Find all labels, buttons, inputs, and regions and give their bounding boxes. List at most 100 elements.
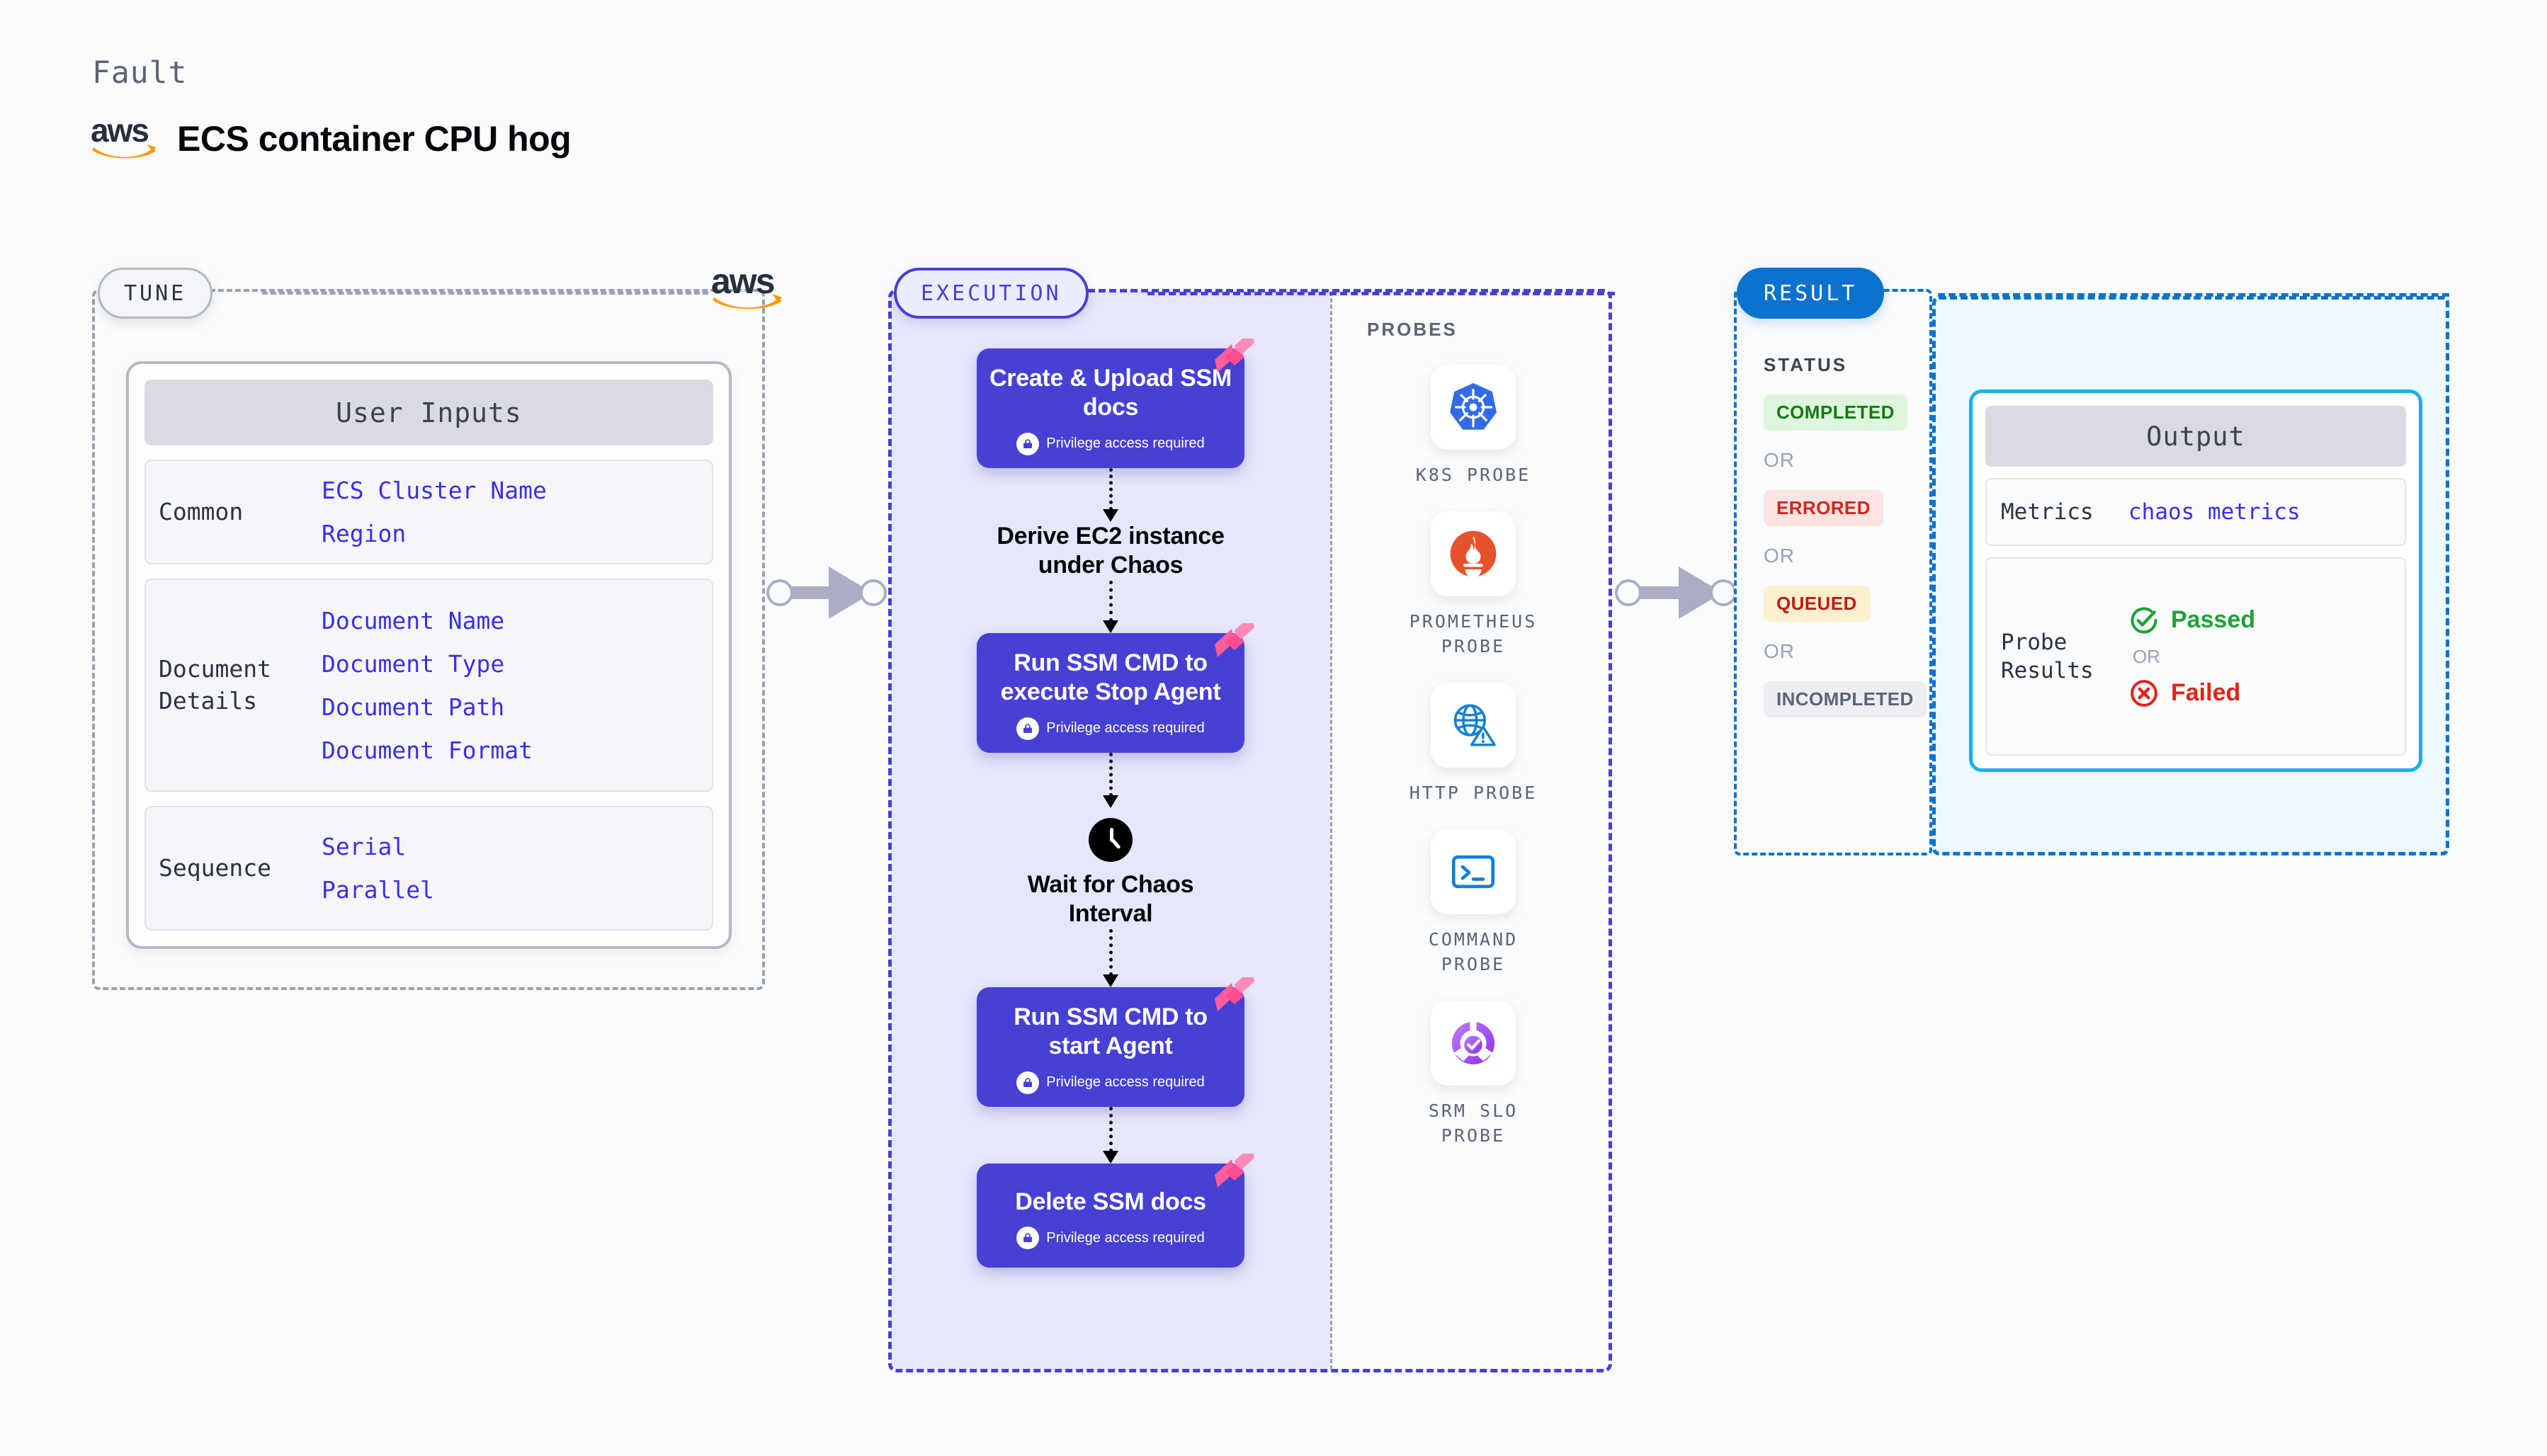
probe-tile [1431, 365, 1516, 450]
execution-badge[interactable]: EXECUTION [894, 268, 1089, 319]
flow-node-run-ssm-stop-agent[interactable]: Run SSM CMD to execute Stop Agent Privil… [977, 622, 1254, 753]
tune-value[interactable]: Serial [322, 833, 407, 861]
probe-tile [1431, 1001, 1516, 1086]
page-title: ECS container CPU hog [177, 119, 572, 159]
probes-divider [1330, 292, 1332, 1370]
output-title: Output [1985, 406, 2406, 467]
http-globe-icon [1453, 704, 1496, 746]
aws-wordmark: aws [91, 112, 149, 149]
tune-section-values: ECS Cluster Name Region [322, 477, 547, 547]
result-status-panel [1734, 289, 1932, 855]
status-title: STATUS [1764, 354, 1848, 375]
tune-value[interactable]: Document Path [322, 693, 505, 721]
tune-value[interactable]: Parallel [322, 876, 434, 904]
or-separator: OR [1764, 640, 1795, 662]
probe-tile [1431, 829, 1516, 914]
tune-section-values: Document Name Document Type Document Pat… [322, 607, 533, 764]
metrics-value[interactable]: chaos metrics [2128, 499, 2301, 525]
prometheus-icon [1450, 530, 1497, 578]
output-section-metrics: Metrics chaos metrics [1985, 478, 2406, 546]
flow-node-title: Create & Upload SSM docs [989, 365, 1232, 421]
flow-node-create-upload-ssm-docs[interactable]: Create & Upload SSM docs Privilege acces… [977, 339, 1254, 468]
tune-value[interactable]: Region [322, 520, 407, 548]
status-badge-incompleted: INCOMPLETED [1764, 681, 1927, 717]
flow-node-delete-ssm-docs[interactable]: Delete SSM docs Privilege access require… [977, 1153, 1254, 1268]
probes-title: PROBES [1367, 319, 1458, 340]
probe-http[interactable]: HTTP PROBE [1378, 683, 1569, 805]
flow-arrow [891, 752, 1330, 808]
privilege-label: Privilege access required [1046, 1229, 1205, 1246]
status-list: STATUS COMPLETED OR ERRORED OR QUEUED OR… [1764, 354, 1934, 717]
probe-k8s[interactable]: K8S PROBE [1378, 365, 1569, 487]
chaos-ribbon-icon [1215, 977, 1254, 1011]
page-title-row: aws ECS container CPU hog [91, 112, 572, 161]
or-separator: OR [2133, 645, 2160, 667]
tune-value[interactable]: Document Type [322, 649, 505, 678]
clock-icon [1089, 817, 1133, 862]
x-circle-icon [2131, 679, 2157, 707]
lock-icon [1016, 1227, 1040, 1250]
probe-label: K8S PROBE [1415, 465, 1531, 485]
flow-arrow [891, 467, 1330, 522]
status-badge-completed: COMPLETED [1764, 394, 1907, 431]
lock-icon [1016, 717, 1040, 740]
aws-swoosh-icon [92, 144, 156, 159]
result-badge[interactable]: RESULT [1737, 268, 1885, 319]
user-inputs-card: User Inputs Common ECS Cluster Name Regi… [126, 361, 732, 949]
privilege-note: Privilege access required [988, 432, 1233, 455]
tune-value[interactable]: Document Name [322, 606, 505, 635]
flow-node-run-ssm-start-agent[interactable]: Run SSM CMD to start Agent Privilege acc… [977, 977, 1254, 1107]
status-badge-errored: ERRORED [1764, 490, 1883, 526]
flow-arrow [891, 1106, 1330, 1164]
or-separator: OR [1764, 449, 1795, 471]
probe-results-values: Passed OR Failed [2128, 605, 2255, 709]
terminal-icon [1451, 855, 1495, 889]
probe-tile [1431, 683, 1516, 768]
flow-node-title: Delete SSM docs [1015, 1188, 1206, 1215]
tune-value[interactable]: ECS Cluster Name [322, 477, 547, 505]
tune-aws-connector-line [262, 292, 708, 295]
chaos-ribbon-icon [1215, 1153, 1254, 1188]
fault-eyebrow: Fault [92, 55, 188, 91]
privilege-note: Privilege access required [988, 1227, 1233, 1250]
tune-section-common: Common ECS Cluster Name Region [144, 460, 713, 565]
status-badge-queued: QUEUED [1764, 586, 1870, 622]
connector-tune-to-execution [766, 567, 894, 619]
tune-aws-logo: aws [711, 263, 786, 313]
user-inputs-title: User Inputs [144, 380, 713, 446]
tune-value[interactable]: Document Format [322, 736, 533, 764]
probe-result-passed: Passed [2128, 605, 2255, 636]
tune-section-values: Serial Parallel [322, 833, 434, 904]
execution-panel [888, 289, 1612, 1372]
metrics-label: Metrics [2001, 499, 2094, 525]
kubernetes-icon [1450, 382, 1497, 430]
privilege-note: Privilege access required [988, 717, 1233, 740]
tune-aws-swoosh-icon [713, 294, 782, 309]
tune-aws-wordmark: aws [711, 261, 776, 301]
result-top-connector-line [1938, 293, 2449, 297]
chaos-ribbon-icon [1215, 339, 1254, 372]
connector-execution-to-result [1615, 567, 1744, 619]
tune-badge[interactable]: TUNE [98, 268, 213, 319]
flow-arrow [891, 580, 1330, 633]
privilege-label: Privilege access required [1046, 1074, 1205, 1091]
privilege-note: Privilege access required [988, 1071, 1233, 1094]
flow-arrow [891, 928, 1330, 987]
passed-label: Passed [2171, 606, 2256, 633]
check-circle-icon [2131, 607, 2157, 634]
probes-column: PROBES [1336, 292, 1611, 1148]
chaos-ribbon-icon [1215, 622, 1254, 657]
tune-section-label: Common [159, 497, 244, 525]
